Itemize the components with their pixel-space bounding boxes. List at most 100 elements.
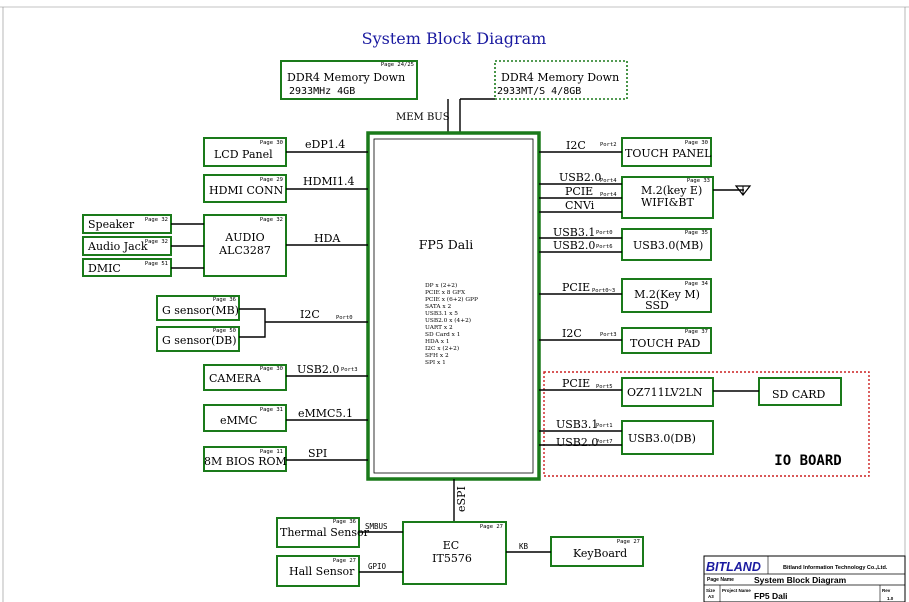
touch-pad-bus: I2C [562, 327, 582, 340]
wifi-bus-pcie: PCIE [565, 185, 593, 198]
usb30-db-label: USB3.0(DB) [628, 432, 696, 445]
hall-label: Hall Sensor [289, 565, 355, 578]
touch-pad-page: Page 37 [685, 329, 708, 335]
io-board-region [543, 371, 870, 477]
keyboard-page: Page 27 [617, 539, 640, 545]
project-label: Project Name [722, 588, 751, 593]
page-name-value: System Block Diagram [754, 575, 847, 585]
card-reader-bus: PCIE [562, 377, 590, 390]
ec-page: Page 27 [480, 524, 503, 530]
size-value: A3 [708, 594, 714, 599]
diagram-title: System Block Diagram [362, 29, 547, 48]
cpu-name: FP5 Dali [419, 237, 473, 252]
usb30-mb-port-20: Port6 [596, 244, 613, 250]
hdmi-box [203, 174, 287, 203]
espi-label: eSPI [455, 486, 468, 512]
hall-sensor-box [276, 555, 360, 587]
card-reader-label: OZ711LV2LN [627, 386, 703, 399]
memory-1-line1: DDR4 Memory Down [287, 71, 405, 84]
touch-pad-label: TOUCH PAD [630, 337, 700, 350]
usb30-mb-page: Page 35 [685, 230, 708, 236]
audio-jack-label: Audio Jack [87, 240, 148, 253]
hdmi-page: Page 29 [260, 177, 283, 183]
memory-2-line2: 2933MT/S 4/8GB [497, 86, 581, 97]
memory-box-2 [494, 60, 628, 100]
cpu-spec: I2C x (2+2) [425, 345, 459, 352]
wifi-bus-cnvi: CNVi [565, 199, 595, 212]
hdmi-label: HDMI CONN [209, 184, 284, 197]
bios-rom-box [203, 446, 287, 472]
camera-page: Page 30 [260, 366, 283, 372]
audio-jack-page: Page 32 [145, 239, 168, 245]
lcd-bus: eDP1.4 [305, 138, 345, 151]
cpu-spec: HDA x 1 [425, 339, 450, 345]
touch-panel-bus: I2C [566, 139, 586, 152]
company-name: Bitland Information Technology Co.,Ltd. [783, 565, 888, 571]
cpu-spec: UART x 2 [425, 325, 453, 331]
memory-1-page: Page 24/25 [381, 62, 414, 68]
dmic-label: DMIC [88, 262, 121, 275]
cpu-spec: SFH x 2 [425, 353, 449, 359]
speaker-page: Page 32 [145, 217, 168, 223]
thermal-bus: SMBUS [365, 522, 388, 531]
audio-line2: ALC3287 [218, 244, 271, 257]
hall-page: Page 27 [333, 558, 356, 564]
cpu-box [366, 131, 541, 481]
camera-port: Port3 [341, 367, 358, 373]
cpu-spec: USB2.0 x (4+2) [425, 317, 471, 324]
keyboard-label: KeyBoard [573, 547, 627, 560]
cpu-inner [373, 138, 534, 474]
memory-2-line1: DDR4 Memory Down [501, 71, 619, 84]
touch-panel-page: Page 30 [685, 140, 708, 146]
memory-1-line2: 2933MHz 4GB [289, 86, 355, 97]
gsensor-port: Port0 [336, 315, 353, 321]
emmc-page: Page 31 [260, 407, 283, 413]
usb30-mb-bus-31: USB3.1 [553, 226, 595, 239]
hall-bus: GPIO [368, 562, 387, 571]
cpu-spec: SD Card x 1 [425, 332, 460, 338]
audio-page: Page 32 [260, 217, 283, 223]
cpu-spec: SPI x 1 [425, 360, 446, 366]
gsensor-db-label: G sensor(DB) [162, 334, 237, 347]
camera-bus: USB2.0 [297, 363, 339, 376]
title-block: BITLAND Bitland Information Technology C… [703, 555, 906, 602]
emmc-box [203, 404, 287, 432]
ssd-m2-box [621, 278, 712, 313]
project-value: FP5 Dali [754, 591, 788, 601]
usb30-mb-port-31: Port0 [596, 230, 613, 236]
usb30-db-port-31: Port1 [596, 423, 613, 429]
bios-label: 8M BIOS ROM [204, 455, 287, 468]
thermal-sensor-box [276, 517, 360, 548]
usb30-mb-box [621, 228, 712, 261]
cpu-spec: PCIE x (6+2) GPP [425, 296, 478, 303]
size-label: Size [706, 588, 716, 593]
bios-bus: SPI [308, 447, 327, 460]
ec-box [402, 521, 507, 585]
card-reader-port: Port5 [596, 384, 613, 390]
gsensor-mb-page: Page 36 [213, 297, 236, 303]
lcd-label: LCD Panel [214, 148, 273, 161]
wifi-line1: M.2(key E) [641, 184, 702, 197]
keyboard-bus: KB [519, 542, 529, 551]
page-name-label: Page Name [707, 577, 734, 583]
ssd-page: Page 34 [685, 281, 709, 287]
emmc-bus: eMMC5.1 [298, 407, 353, 420]
gsensor-mb-box [156, 295, 240, 321]
ssd-line2: SSD [645, 299, 669, 312]
hdmi-bus: HDMI1.4 [303, 175, 355, 188]
ssd-port: Port0~3 [592, 288, 615, 294]
rev-label: Rev [882, 588, 891, 593]
gsensor-bus: I2C [300, 308, 320, 321]
touch-pad-port: Port3 [600, 332, 617, 338]
ec-line2: IT5576 [432, 552, 472, 565]
touch-panel-label: TOUCH PANEL [625, 147, 712, 160]
sd-card-label: SD CARD [772, 388, 825, 401]
wifi-m2-box [621, 176, 714, 219]
audio-bus: HDA [314, 232, 341, 245]
gsensor-db-box [156, 326, 240, 352]
cpu-spec: SATA x 2 [425, 304, 452, 310]
speaker-label: Speaker [88, 218, 135, 231]
gsensor-db-page: Page 50 [213, 328, 236, 334]
card-reader-box [621, 377, 714, 407]
